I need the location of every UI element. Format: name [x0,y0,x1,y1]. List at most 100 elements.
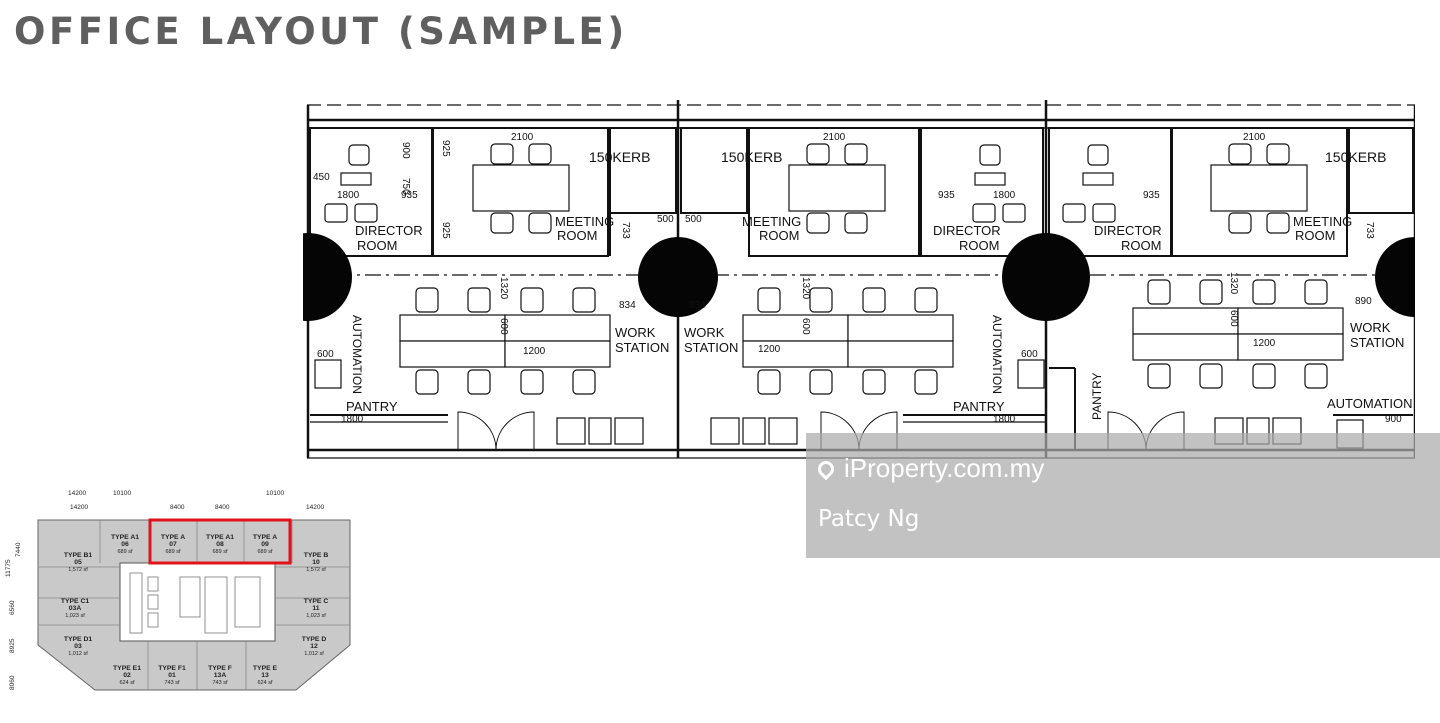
svg-text:03: 03 [74,643,82,650]
svg-text:TYPE A: TYPE A [253,534,277,541]
automation-label: AUTOMATION [1327,396,1412,411]
svg-text:TYPE A1: TYPE A1 [111,534,139,541]
svg-text:14200: 14200 [68,490,86,497]
svg-text:1320: 1320 [498,277,509,300]
svg-text:1320: 1320 [1228,272,1239,295]
svg-text:07: 07 [169,541,177,548]
pantry-label: PANTRY [346,399,398,414]
agent-name: Patcy Ng [818,506,920,532]
svg-text:925: 925 [440,140,451,157]
svg-text:TYPE B: TYPE B [304,552,329,559]
svg-text:ROOM: ROOM [1121,238,1161,253]
svg-text:PANTRY: PANTRY [1090,372,1104,420]
svg-text:1,012 sf: 1,012 sf [304,651,324,657]
svg-text:10100: 10100 [113,490,131,497]
svg-text:14200: 14200 [70,504,88,511]
svg-text:TYPE F: TYPE F [208,665,232,672]
structural-columns [303,233,1415,321]
svg-text:1,572 sf: 1,572 sf [306,567,326,573]
svg-text:935: 935 [938,190,955,201]
svg-text:1800: 1800 [993,414,1016,425]
svg-text:TYPE E: TYPE E [253,665,278,672]
svg-text:02: 02 [123,672,131,679]
svg-text:MEETING: MEETING [1293,214,1352,229]
svg-text:1200: 1200 [1253,338,1276,349]
svg-text:1200: 1200 [758,344,781,355]
work-station-label: WORK [615,325,656,340]
svg-text:7440: 7440 [15,542,22,557]
svg-text:ROOM: ROOM [1295,228,1335,243]
svg-text:2100: 2100 [1243,132,1266,143]
svg-text:STATION: STATION [1350,335,1404,350]
svg-text:150KERB: 150KERB [1325,149,1386,165]
svg-text:600: 600 [317,349,334,360]
key-plan: 14200 10100 8400 8400 10100 14200 14200 … [5,490,351,691]
svg-text:733: 733 [620,222,631,239]
svg-text:8400: 8400 [170,504,185,511]
meeting-room-label: MEETING [555,214,614,229]
svg-text:TYPE D1: TYPE D1 [64,636,93,643]
svg-text:TYPE B1: TYPE B1 [64,552,93,559]
svg-text:DIRECTOR: DIRECTOR [1094,223,1162,238]
svg-text:10: 10 [312,559,320,566]
svg-text:750: 750 [400,178,411,195]
svg-text:TYPE C: TYPE C [304,598,329,605]
svg-text:1200: 1200 [523,346,546,357]
svg-text:600: 600 [1021,349,1038,360]
svg-text:600: 600 [498,318,509,335]
svg-text:12: 12 [310,643,318,650]
svg-text:900: 900 [400,142,411,159]
svg-text:1800: 1800 [993,190,1016,201]
svg-text:450: 450 [313,172,330,183]
location-pin-icon [814,457,838,480]
svg-text:8400: 8400 [215,504,230,511]
svg-text:500: 500 [657,214,674,225]
director-room-label: DIRECTOR [355,223,423,238]
watermark-logo: iProperty.com.my [814,453,1045,484]
svg-text:MEETING: MEETING [742,214,801,229]
svg-text:743 sf: 743 sf [213,680,228,686]
svg-text:600: 600 [800,318,811,335]
svg-text:1320: 1320 [800,277,811,300]
svg-text:689 sf: 689 sf [213,549,228,555]
svg-text:13A: 13A [214,672,227,679]
kerb-label: 150KERB [721,149,782,165]
svg-text:TYPE F1: TYPE F1 [158,665,186,672]
svg-text:TYPE C1: TYPE C1 [61,598,90,605]
svg-text:ROOM: ROOM [557,228,597,243]
svg-text:06: 06 [121,541,129,548]
svg-text:624 sf: 624 sf [258,680,273,686]
office-floor-plan: DIRECTOR ROOM MEETING ROOM MEETING ROOM … [303,100,1415,459]
svg-text:STATION: STATION [684,340,738,355]
svg-text:925: 925 [440,222,451,239]
svg-text:900: 900 [1385,414,1402,425]
svg-text:1800: 1800 [341,414,364,425]
svg-text:1,023 sf: 1,023 sf [306,613,326,619]
svg-text:03A: 03A [69,605,82,612]
svg-text:13: 13 [261,672,269,679]
svg-text:ROOM: ROOM [959,238,999,253]
svg-text:1,012 sf: 1,012 sf [68,651,88,657]
watermark-overlay: iProperty.com.my Patcy Ng [806,433,1440,558]
svg-text:05: 05 [74,559,82,566]
svg-text:TYPE A1: TYPE A1 [206,534,234,541]
svg-text:TYPE D: TYPE D [302,636,327,643]
svg-text:AUTOMATION: AUTOMATION [350,315,364,394]
svg-text:689 sf: 689 sf [166,549,181,555]
svg-text:ROOM: ROOM [357,238,397,253]
svg-text:935: 935 [401,190,418,201]
svg-text:890: 890 [1355,296,1372,307]
svg-text:09: 09 [261,541,269,548]
svg-text:150KERB: 150KERB [589,149,650,165]
svg-text:1800: 1800 [337,190,360,201]
svg-text:WORK: WORK [1350,320,1391,335]
svg-text:733: 733 [1364,222,1375,239]
svg-text:STATION: STATION [615,340,669,355]
svg-text:8925: 8925 [9,638,16,653]
svg-text:2100: 2100 [511,132,534,143]
svg-text:624 sf: 624 sf [120,680,135,686]
svg-text:11775: 11775 [5,559,12,577]
svg-text:PANTRY: PANTRY [953,399,1005,414]
svg-text:AUTOMATION: AUTOMATION [990,315,1004,394]
watermark-site: iProperty.com.my [844,453,1045,483]
